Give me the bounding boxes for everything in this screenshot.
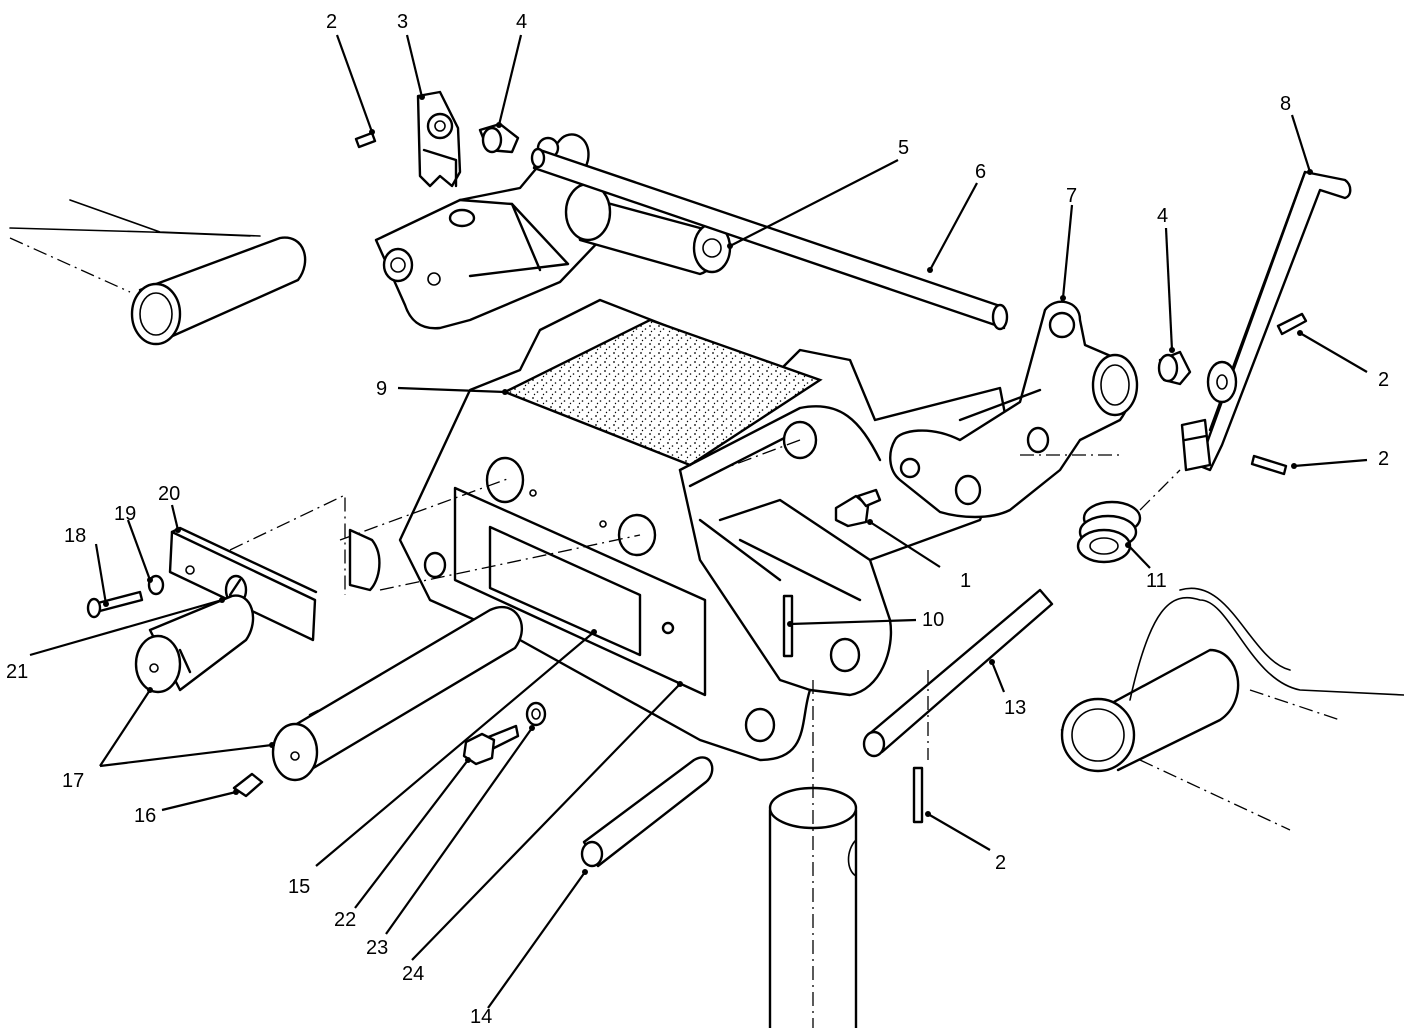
callout-10: 10: [922, 609, 944, 631]
callout-2c: 2: [1378, 448, 1389, 470]
callout-2b: 2: [1378, 369, 1389, 391]
callout-7: 7: [1066, 185, 1077, 207]
clevis-bracket-left: [416, 90, 462, 188]
anti-slip-pad: [502, 318, 823, 467]
caster-post-phantom: [768, 680, 858, 1028]
callout-4b: 4: [1157, 205, 1168, 227]
callout-6: 6: [975, 161, 986, 183]
roll-pin-right-upper: [1276, 312, 1308, 336]
callout-21: 21: [6, 661, 28, 683]
return-spring: [1020, 454, 1181, 564]
grease-fitting: [834, 488, 882, 528]
callout-22: 22: [334, 909, 356, 931]
callout-20: 20: [158, 483, 180, 505]
hex-bolt: [462, 724, 520, 766]
callout-9: 9: [376, 378, 387, 400]
left-mount-tube-phantom: [9, 199, 307, 346]
slotted-pivot-pin: [134, 594, 255, 694]
leader-dots: [103, 94, 1313, 875]
bushing-right: [1157, 350, 1192, 386]
roll-pin-bottom: [912, 766, 924, 824]
grease-fitting-small: [232, 772, 264, 798]
keeper-plate: [168, 526, 318, 642]
callout-14: 14: [470, 1006, 492, 1028]
leader-lines: [29, 34, 1368, 1009]
main-shaft: [530, 147, 1009, 331]
right-mount-tube-phantom: [1060, 587, 1404, 831]
callout-16: 16: [134, 805, 156, 827]
roll-pin-left: [354, 131, 377, 149]
pivot-pin-short: [580, 756, 714, 868]
main-pivot-pin: [271, 605, 524, 782]
callout-24: 24: [402, 963, 424, 985]
callout-3: 3: [397, 11, 408, 33]
callout-labels: 2 3 4 5 6 7 4 8 2 2 9 1 11 10 13 2 14 15…: [6, 11, 1389, 1028]
callout-5: 5: [898, 137, 909, 159]
sleeve-bushing: [229, 493, 381, 595]
callout-2d: 2: [995, 852, 1006, 874]
bushing-left: [478, 122, 520, 154]
yoke-arm-right: [889, 300, 1139, 519]
callout-18: 18: [64, 525, 86, 547]
callout-4a: 4: [516, 11, 527, 33]
callout-2a: 2: [326, 11, 337, 33]
callout-8: 8: [1280, 93, 1291, 115]
roll-pin-right-lower: [1250, 454, 1288, 476]
callout-23: 23: [366, 937, 388, 959]
callout-11: 11: [1146, 570, 1167, 592]
cap-screw: [86, 590, 144, 619]
split-washer: [525, 701, 547, 727]
callout-1: 1: [960, 570, 971, 592]
callout-19: 19: [114, 503, 136, 525]
callout-17: 17: [62, 770, 84, 792]
callout-15: 15: [288, 876, 310, 898]
callout-13: 13: [1004, 697, 1026, 719]
pivot-pin-long: [862, 588, 1054, 760]
pedal-lever: [1180, 170, 1352, 472]
main-frame: [339, 298, 1012, 762]
pivot-bushing-tube: [564, 182, 732, 276]
